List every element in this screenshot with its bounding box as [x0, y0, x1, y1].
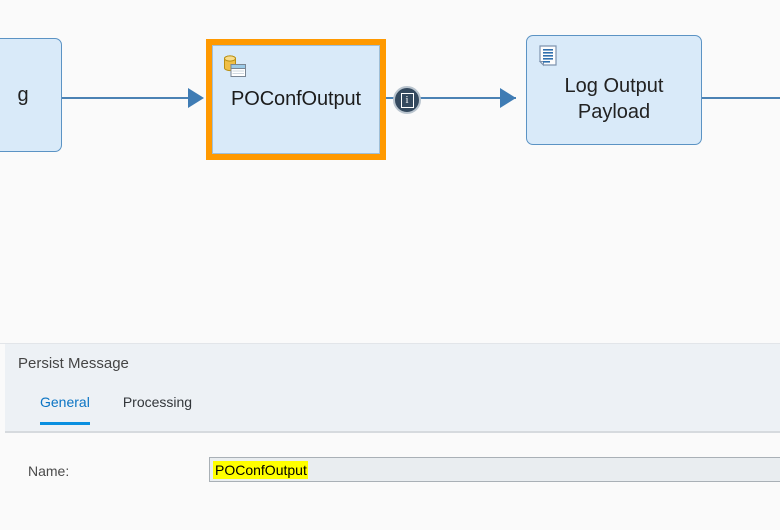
connector-line-persist-to-log [386, 97, 516, 99]
panel-title: Persist Message [18, 355, 129, 372]
persist-message-icon [221, 53, 249, 81]
flow-node-log-output-payload-label: Log Output Payload [564, 75, 664, 123]
info-icon[interactable]: i [393, 86, 421, 114]
connector-line-partial-to-persist [62, 97, 192, 99]
panel-left-gutter [0, 344, 5, 433]
properties-panel: Persist Message General Processing Name:… [0, 343, 780, 530]
name-input-value: POConfOutput [213, 460, 308, 479]
flow-node-poconfoutput-label: POConfOutput [231, 88, 361, 110]
name-field-label: Name: [28, 463, 70, 479]
tab-processing[interactable]: Processing [122, 394, 193, 410]
connector-arrow-into-persist [188, 88, 204, 108]
name-input[interactable]: POConfOutput [209, 457, 780, 482]
connector-line-log-to-right [702, 97, 780, 99]
flow-node-partial-label: g [17, 84, 29, 106]
connector-arrow-into-log [500, 88, 516, 108]
log-document-icon [535, 43, 563, 71]
info-badge-glyph: i [400, 92, 414, 108]
flow-node-poconfoutput[interactable]: POConfOutput [206, 39, 386, 160]
flow-diagram-canvas[interactable]: g POConfOutput [0, 0, 780, 343]
panel-form-area: Name: POConfOutput [0, 435, 780, 530]
panel-header: Persist Message General Processing [5, 344, 780, 433]
flow-node-log-output-payload[interactable]: Log Output Payload [526, 35, 702, 145]
flow-node-partial-left[interactable]: g [0, 38, 62, 152]
panel-tab-strip: General Processing [40, 394, 192, 425]
tab-general[interactable]: General [40, 394, 90, 425]
